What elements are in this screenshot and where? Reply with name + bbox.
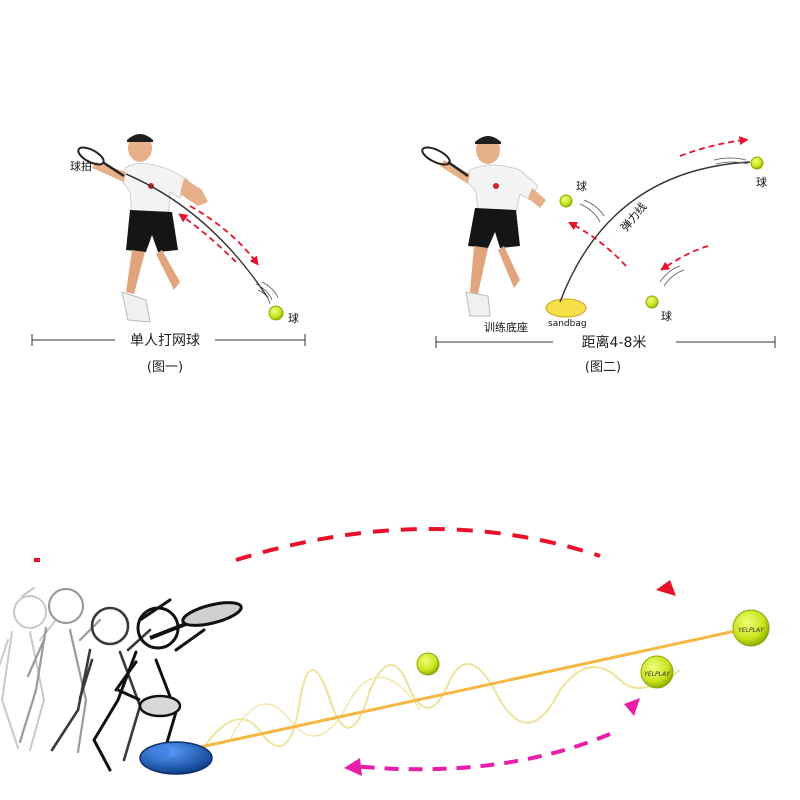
ball-label-2-bottom: 球 <box>661 309 672 323</box>
ball-label-2-top: 球 <box>576 179 587 193</box>
red-arrow-1a <box>189 205 259 266</box>
base-label: 训练底座 <box>484 320 528 334</box>
figure-2: 球 球 球 弹力线 训练底座 sandbag 距离4-8米 (图二) <box>421 136 776 375</box>
ball-3-small <box>416 652 440 676</box>
sandbag-base <box>545 298 587 318</box>
ball-3-mid: YELPLAY <box>640 655 674 689</box>
motion-lines-2 <box>579 157 749 287</box>
magenta-dashed-arrow-1 <box>351 732 611 772</box>
elastic-rope <box>195 628 741 750</box>
ball-label-1: 球 <box>288 311 299 325</box>
red-arrow-2c <box>660 245 709 271</box>
elastic-string-2 <box>559 161 751 303</box>
elastic-string-1 <box>125 173 269 299</box>
caption-rule-1 <box>31 334 306 346</box>
ball-2-bottom <box>645 295 659 309</box>
figure-1-caption: 单人打网球 <box>130 332 200 349</box>
tangled-rope <box>205 663 681 748</box>
ball-brand-large: YELPLAY <box>738 627 765 634</box>
figure-2-number: (图二) <box>585 360 621 375</box>
bottom-illustration: YELPLAY YELPLAY <box>0 527 770 776</box>
racket-2 <box>421 146 469 178</box>
caption-rule-2 <box>435 336 776 348</box>
magenta-arrow-head-1 <box>344 758 362 776</box>
red-arrow-2a <box>679 136 749 157</box>
figure-2-caption: 距离4-8米 <box>582 334 647 351</box>
red-arrow-2b <box>568 221 627 267</box>
racket-3 <box>149 601 243 640</box>
red-arrow-1b <box>178 213 237 263</box>
ball-3-large: YELPLAY <box>732 609 770 647</box>
racket-1 <box>77 146 125 178</box>
ball-brand-mid: YELPLAY <box>644 671 671 678</box>
sandbag-label: sandbag <box>548 319 587 329</box>
red-arrow-head <box>656 580 676 596</box>
motion-lines-1 <box>255 281 279 305</box>
magenta-arrow-head-2 <box>624 698 640 716</box>
ball-label-2-right: 球 <box>756 175 767 189</box>
ball-2-top <box>559 194 573 208</box>
figure-1: 球拍 球 单人打网球 (图一) <box>31 134 306 375</box>
training-base <box>139 741 213 775</box>
racket-4 <box>117 688 182 718</box>
player-figure-1 <box>92 134 208 323</box>
elastic-line-label: 弹力线 <box>618 200 650 234</box>
ball-1 <box>268 305 284 321</box>
racket-label: 球拍 <box>70 159 92 173</box>
figure-1-number: (图一) <box>147 360 183 375</box>
player-figure-2 <box>440 136 546 317</box>
sketch-players <box>0 587 206 772</box>
red-dashed-arc <box>235 527 601 562</box>
ball-2-right <box>750 156 764 170</box>
